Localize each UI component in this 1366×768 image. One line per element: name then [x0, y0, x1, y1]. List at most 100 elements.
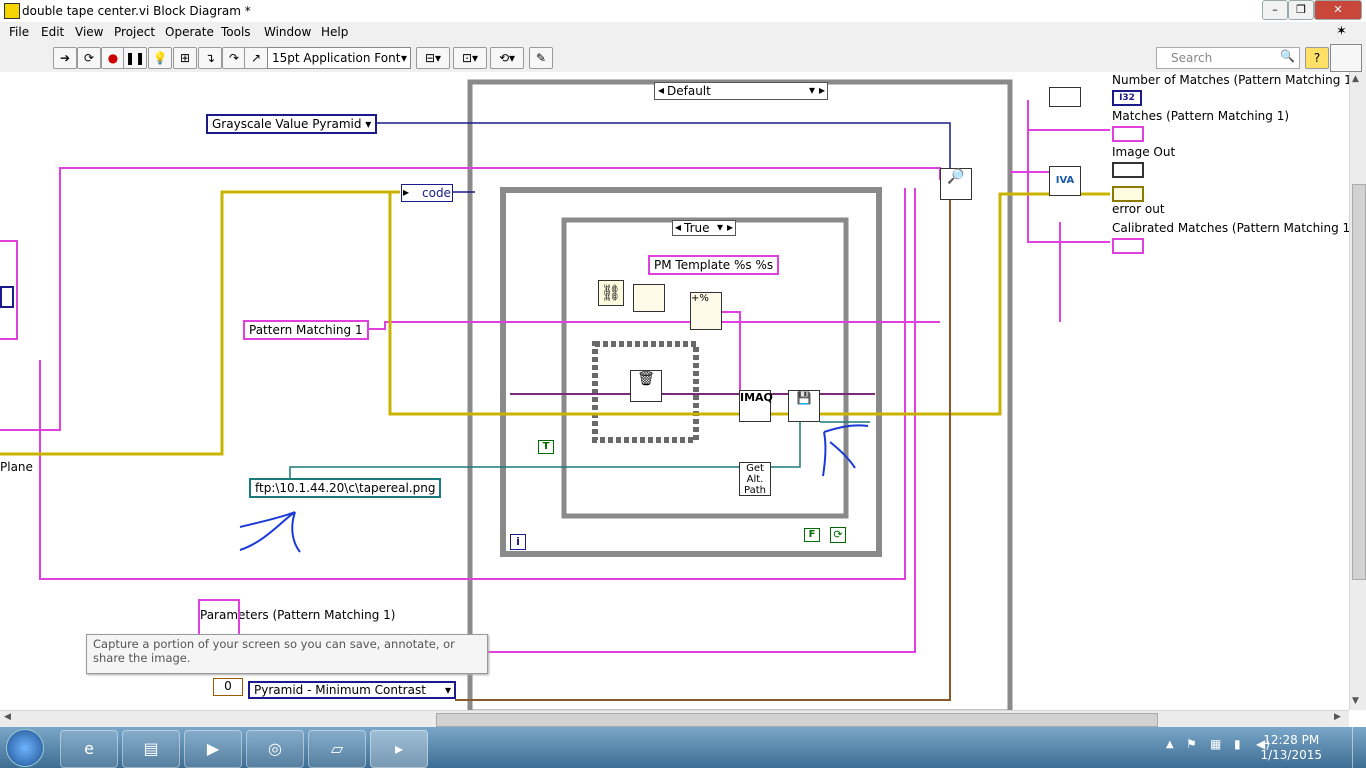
calibrated-matches-indicator[interactable]	[1112, 238, 1144, 254]
flag-icon[interactable]: ⚑	[1186, 737, 1197, 751]
scroll-left-icon[interactable]: ◀	[4, 712, 11, 722]
code-constant[interactable]: ▸ code	[401, 184, 453, 202]
pattern-matching-control[interactable]: Pattern Matching 1	[243, 320, 369, 340]
num-matches-label: Number of Matches (Pattern Matching 1)	[1112, 73, 1349, 87]
pyramid-min-contrast-control[interactable]: Pyramid - Minimum Contrast ▾	[248, 681, 456, 699]
image-out-indicator[interactable]	[1112, 162, 1144, 178]
inner-case-left-icon[interactable]: ◂	[675, 220, 682, 234]
code-label: code	[422, 186, 451, 200]
zero-constant[interactable]: 0	[213, 678, 243, 696]
reorder-icon[interactable]: ⟲▾	[490, 47, 524, 69]
scroll-up-icon[interactable]: ▲	[1352, 74, 1359, 84]
iva-vi-icon[interactable]: IVA	[1049, 166, 1081, 196]
run-continuous-icon[interactable]: ⟳	[77, 47, 101, 69]
menu-view[interactable]: View	[75, 25, 104, 39]
scroll-down-icon[interactable]: ▼	[1352, 696, 1359, 706]
show-desktop-button[interactable]	[1352, 727, 1366, 768]
error-out-indicator[interactable]	[1112, 186, 1144, 202]
menu-help[interactable]: Help	[321, 25, 349, 39]
device-icon[interactable]: ▦	[1210, 737, 1222, 751]
menu-tools[interactable]: Tools	[221, 25, 251, 39]
taskbar: e ▤ ▶ ◎ ▱ ▸ ▲ ⚑ ▦ ▮ ◀) 12:28 PM 1/13/201…	[0, 727, 1366, 768]
inner-case-dropdown-icon[interactable]: ▾	[717, 220, 724, 234]
inner-case-selector[interactable]: ◂ True ▾ ▸	[672, 220, 736, 236]
imaq-label: IMAQ	[740, 391, 773, 404]
menu-bar: File Edit View Project Operate Tools Win…	[0, 22, 1366, 42]
horizontal-scroll-thumb[interactable]	[436, 713, 1158, 727]
align-objects-icon[interactable]: ⊟▾	[416, 47, 450, 69]
maximize-button[interactable]: ❒	[1288, 0, 1314, 20]
image-out-label: Image Out	[1112, 145, 1176, 159]
tray-arrow-icon[interactable]: ▲	[1166, 739, 1174, 750]
run-arrow-icon[interactable]: ➔	[53, 47, 77, 69]
matches-indicator[interactable]	[1112, 126, 1144, 142]
system-clock[interactable]: 12:28 PM 1/13/2015	[1260, 733, 1322, 763]
pm-template-string[interactable]: PM Template %s %s	[648, 255, 780, 275]
chevron-down-icon: ▾	[444, 683, 451, 697]
font-select[interactable]: 15pt Application Font ▾	[267, 47, 411, 69]
case-left-arrow-icon[interactable]: ◂	[658, 83, 665, 97]
clock-time: 12:28 PM	[1263, 733, 1320, 747]
search-icon: 🔍	[1280, 49, 1295, 63]
volume-icon[interactable]: ◀)	[1256, 737, 1270, 751]
inner-case-right-icon[interactable]: ▸	[727, 220, 734, 234]
minimize-button[interactable]: –	[1262, 0, 1288, 20]
internet-explorer-icon[interactable]: e	[60, 730, 118, 768]
menu-edit[interactable]: Edit	[41, 25, 65, 39]
plane-label: Plane	[0, 460, 33, 474]
grayscale-pyramid-control[interactable]: Grayscale Value Pyramid ▾	[206, 114, 378, 134]
block-diagram-canvas[interactable]: ◂ Default ▾ ▸ ◂ True ▾ ▸ Grayscale Value…	[0, 72, 1349, 710]
search-input[interactable]: Search 🔍	[1156, 47, 1300, 69]
case-selector-label: Default	[667, 84, 711, 98]
close-button[interactable]: ✕	[1314, 0, 1362, 20]
abort-icon[interactable]: ●	[101, 47, 125, 69]
loop-condition-icon[interactable]: ⟳	[830, 527, 846, 543]
pattern-match-vi-icon[interactable]: 🔎	[940, 168, 972, 200]
vi-icon[interactable]	[1330, 44, 1362, 72]
input-cluster[interactable]	[0, 240, 18, 340]
imaq-node[interactable]: IMAQ	[739, 390, 773, 422]
case-right-arrow-icon[interactable]: ▸	[819, 83, 826, 97]
num-matches-indicator[interactable]: I32	[1112, 90, 1142, 106]
menu-window[interactable]: Window	[264, 25, 312, 39]
media-player-icon[interactable]: ▶	[184, 730, 242, 768]
help-icon[interactable]: ?	[1305, 47, 1329, 69]
case-dropdown-icon[interactable]: ▾	[809, 83, 816, 97]
network-icon[interactable]: ▮	[1234, 737, 1241, 751]
pause-icon[interactable]: ❚❚	[123, 47, 147, 69]
step-over-icon[interactable]: ↷	[222, 47, 246, 69]
false-constant[interactable]: F	[804, 528, 820, 542]
true-constant[interactable]: T	[538, 440, 554, 454]
menu-project[interactable]: Project	[114, 25, 156, 39]
horizontal-scrollbar[interactable]: ◀ ▶	[0, 710, 1349, 728]
get-alt-path-node[interactable]: Get Alt. Path	[739, 462, 771, 496]
step-out-icon[interactable]: ↗	[244, 47, 268, 69]
inner-case-label: True	[684, 221, 710, 235]
vertical-scroll-thumb[interactable]	[1352, 184, 1366, 580]
table-icon[interactable]	[1049, 87, 1081, 107]
retain-wire-values-icon[interactable]: ⊞	[173, 47, 197, 69]
cleanup-diagram-icon[interactable]: ✎	[529, 47, 553, 69]
input-enum[interactable]	[0, 286, 14, 308]
scroll-right-icon[interactable]: ▶	[1334, 712, 1341, 722]
case-selector[interactable]: ◂ Default ▾ ▸	[654, 82, 828, 100]
file-explorer-icon[interactable]: ▤	[122, 730, 180, 768]
vertical-scrollbar[interactable]: ▲ ▼	[1349, 72, 1366, 710]
error-out-label: error out	[1112, 202, 1165, 216]
start-button[interactable]	[6, 729, 44, 767]
menu-file[interactable]: File	[9, 25, 30, 39]
build-array-icon[interactable]	[633, 284, 665, 312]
distribute-objects-icon[interactable]: ⊡▾	[453, 47, 487, 69]
chrome-icon[interactable]: ◎	[246, 730, 304, 768]
format-string-icon[interactable]: +%	[690, 292, 722, 330]
title-bar: double tape center.vi Block Diagram * – …	[0, 0, 1366, 22]
save-image-icon[interactable]: 💾	[788, 390, 820, 422]
sticky-notes-icon[interactable]: ▱	[308, 730, 366, 768]
step-into-icon[interactable]: ↴	[198, 47, 222, 69]
labview-taskbar-icon[interactable]: ▸	[370, 730, 428, 768]
highlight-execution-icon[interactable]: 💡	[148, 47, 172, 69]
menu-operate[interactable]: Operate	[165, 25, 214, 39]
trash-icon[interactable]: 🗑	[630, 370, 662, 402]
link-icon[interactable]: ⛓	[598, 280, 624, 306]
path-constant[interactable]: ftp:\10.1.44.20\c\tapereal.png	[249, 478, 442, 498]
